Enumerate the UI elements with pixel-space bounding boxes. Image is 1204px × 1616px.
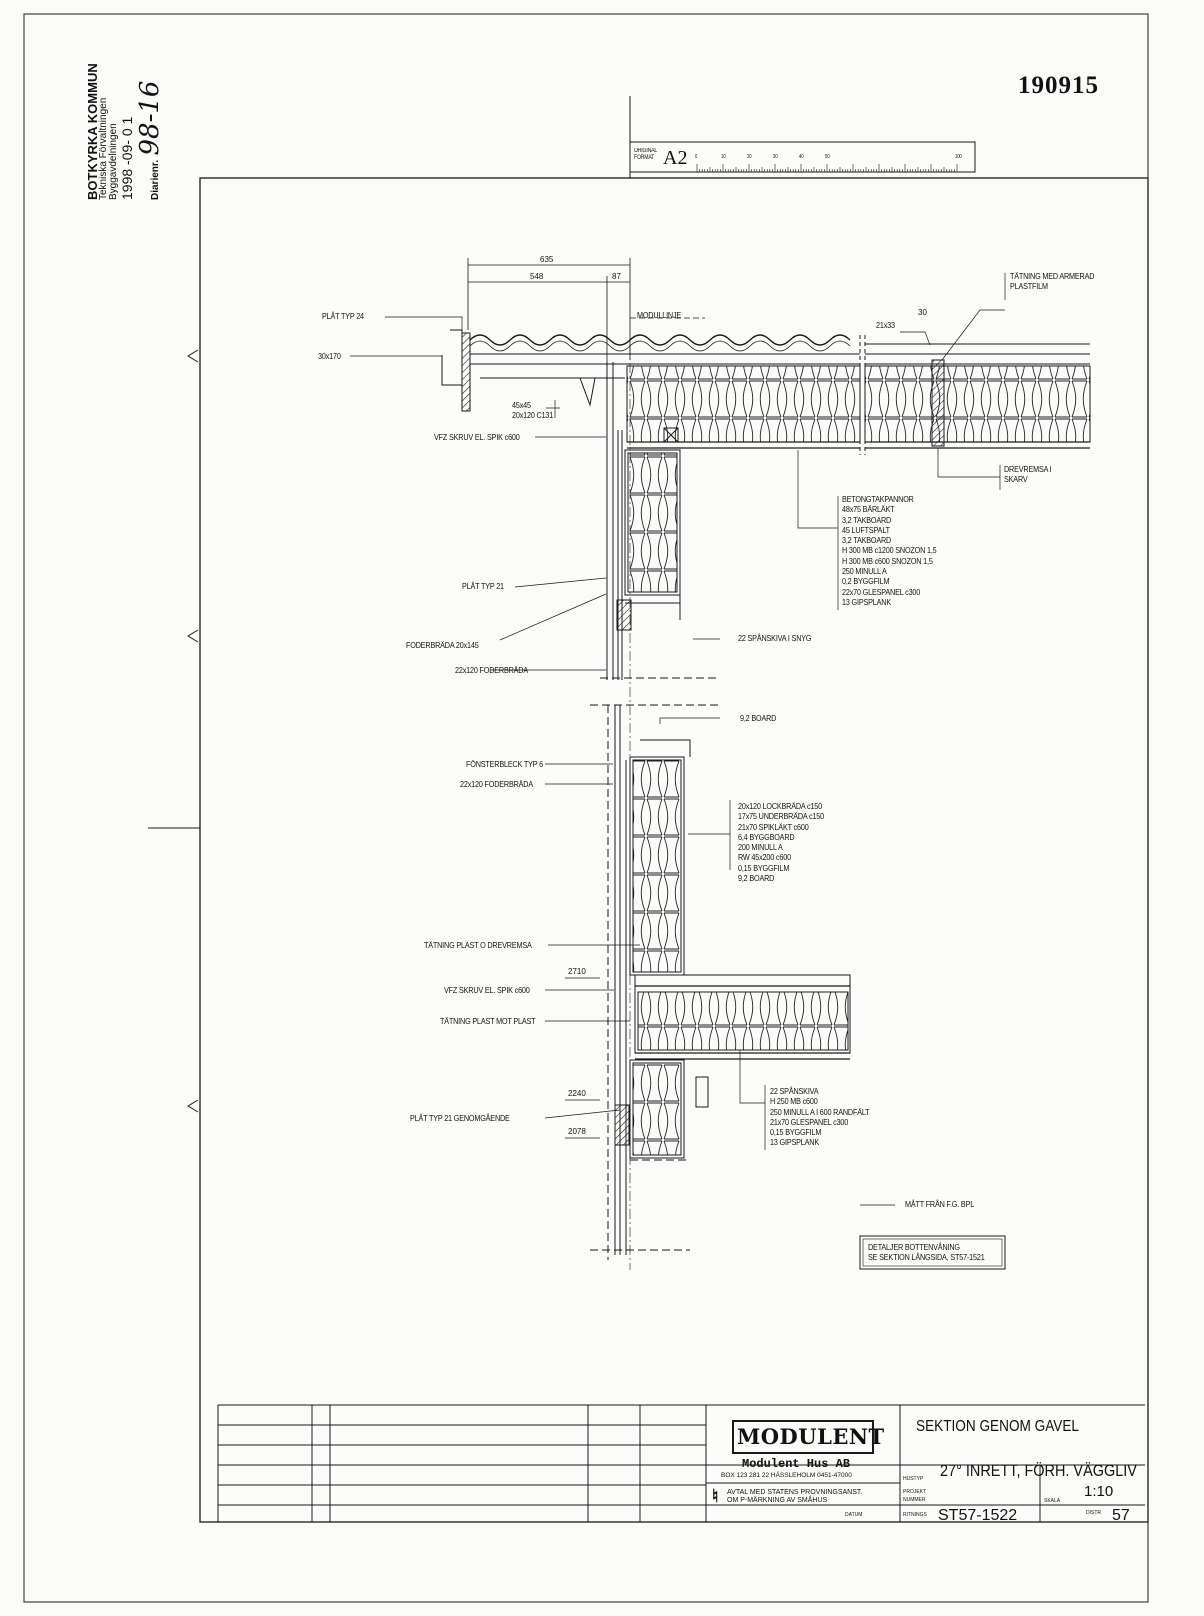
ruler-tick-label: 20 [747, 154, 752, 160]
label-foderbrada-20x145: FODERBRÄDA 20x145 [406, 640, 479, 650]
ruler-tick-label: 10 [721, 154, 726, 160]
spec-line: 21x70 GLESPANEL c300 [770, 1116, 849, 1127]
dim-635: 635 [540, 255, 554, 264]
ritning-value: ST57-1522 [938, 1507, 1018, 1521]
spec-line: 21x70 SPIKLÄKT c600 [738, 821, 809, 832]
note-box [859, 1235, 1006, 1270]
label-plat-typ-24: PLÅT TYP 24 [322, 311, 364, 321]
label-board: 9,2 BOARD [740, 713, 777, 723]
company-address: BOX 123 281 22 HÄSSLEHOLM 0451-47000 [721, 1472, 852, 1479]
label-plat-typ-21: PLÅT TYP 21 [462, 581, 504, 591]
ruler-tick-label: 40 [799, 154, 804, 160]
ruler-tick-label: 0 [695, 154, 698, 160]
spec-line: 250 MINULL A [842, 566, 887, 577]
agreement-text: AVTAL MED STATENS PROVNINGSANST.OM P-MÄR… [727, 1489, 863, 1504]
spec-line: 250 MINULL A I 600 RANDFÄLT [770, 1106, 870, 1117]
spec-line: 3,2 TAKBOARD [842, 535, 892, 546]
label-modullinje: MODULLINJE [637, 310, 682, 320]
dim-30: 30 [918, 308, 927, 317]
label-plat-genomgaende: PLÅT TYP 21 GENOMGÅENDE [410, 1113, 510, 1123]
ruler-tick-label: 30 [773, 154, 778, 160]
municipal-stamp: BOTKYRKA KOMMUN Tekniska Förvaltningen B… [85, 63, 165, 200]
spec-line: H 300 MB c1200 SNOZON 1,5 [842, 545, 937, 556]
label-20x120: 20x120 C131 [512, 410, 554, 420]
drawing-title: SEKTION GENOM GAVEL [916, 1418, 1079, 1435]
label-45x45: 45x45 [512, 400, 531, 410]
p-mark-icon: ♮ [712, 1486, 719, 1506]
label-tatning-drevremsa: TÄTNING PLAST O DREVREMSA [424, 940, 532, 950]
spec-line: 0,15 BYGGFILM [738, 862, 790, 873]
label-spanskiva: 22 SPÅNSKIVA I SNYG [738, 633, 812, 643]
spec-line: 3,2 TAKBOARD [842, 514, 892, 525]
datum-label: DATUM [845, 1512, 863, 1518]
ritning-label: RITNINGS [903, 1512, 927, 1518]
spec-line: H 250 MB c600 [770, 1096, 818, 1107]
label-21x33: 21x33 [876, 320, 895, 330]
label-fonsterbleck: FÖNSTERBLECK TYP 6 [466, 759, 543, 769]
distr-value: 57 [1112, 1507, 1130, 1521]
hustyp-label: HUSTYP [903, 1476, 924, 1482]
outer-frame [23, 13, 1149, 1603]
spec-line: BETONGTAKPANNOR [842, 494, 914, 504]
spec-line: 20x120 LOCKBRÄDA c150 [738, 801, 822, 811]
spec-line: 13 GIPSPLANK [770, 1137, 819, 1148]
label-30x170: 30x170 [318, 351, 341, 361]
spec-line: 13 GIPSPLANK [842, 596, 891, 607]
label-foderbrada-22x120-a: 22x120 FODERBRÄDA [455, 665, 529, 675]
distr-label: DISTR [1086, 1510, 1101, 1516]
label-vfz-skruv-2: VFZ SKRUV EL. SPIK c600 [444, 985, 530, 995]
company-name: Modulent Hus AB [742, 1457, 851, 1471]
spec-line: 9,2 BOARD [738, 873, 775, 884]
stamp-diarienr-value: 98-16 [135, 80, 165, 156]
level-2240: 2240 [568, 1089, 586, 1098]
skala-label: SKALA [1044, 1498, 1061, 1504]
stamp-date: 1998 -09- 0 1 [119, 116, 135, 200]
spec-line: 45 LUFTSPALT [842, 524, 890, 535]
spec-line: 22 SPÅNSKIVA [770, 1086, 819, 1096]
spec-line: 22x70 GLESPANEL c300 [842, 586, 921, 597]
stamp-diarienr-label: Diarienr. [150, 159, 161, 200]
format-ruler [629, 141, 976, 173]
level-2710: 2710 [568, 967, 586, 976]
document-number: 190915 [1018, 72, 1099, 99]
spec-line: 0,15 BYGGFILM [770, 1127, 822, 1138]
inner-sheet-frame [199, 177, 1149, 1523]
company-logo: MODULENT [737, 1424, 885, 1449]
spec-line: 6,4 BYGGBOARD [738, 831, 795, 842]
level-2078: 2078 [568, 1127, 586, 1136]
spec-line: H 300 MB c600 SNOZON 1,5 [842, 555, 933, 566]
hustyp-value: 27° INRETT, FÖRH. VÄGGLIV [940, 1461, 1137, 1480]
label-vfz-skruv-1: VFZ SKRUV EL. SPIK c600 [434, 432, 520, 442]
spec-line: 48x75 BÄRLÄKT [842, 504, 895, 515]
skala-value: 1:10 [1084, 1483, 1114, 1500]
ruler-tick-label: 100 [955, 154, 962, 160]
dim-548: 548 [530, 272, 544, 281]
dim-87: 87 [612, 272, 621, 281]
label-tatning-plast: TÄTNING PLAST MOT PLAST [440, 1016, 536, 1026]
stamp-office: Byggavdelningen [108, 123, 119, 200]
ruler-format: A2 [663, 147, 688, 169]
spec-line: 0,2 BYGGFILM [842, 576, 890, 587]
spec-line: 200 MINULL A [738, 842, 783, 853]
spec-line: RW 45x200 c600 [738, 852, 791, 863]
legend-matt: MÅTT FRÅN F.G. BPL [905, 1199, 975, 1209]
ruler-tick-label: 50 [825, 154, 830, 160]
label-foderbrada-22x120-b: 22x120 FODERBRÄDA [460, 779, 534, 789]
spec-line: 17x75 UNDERBRÄDA c150 [738, 811, 824, 822]
